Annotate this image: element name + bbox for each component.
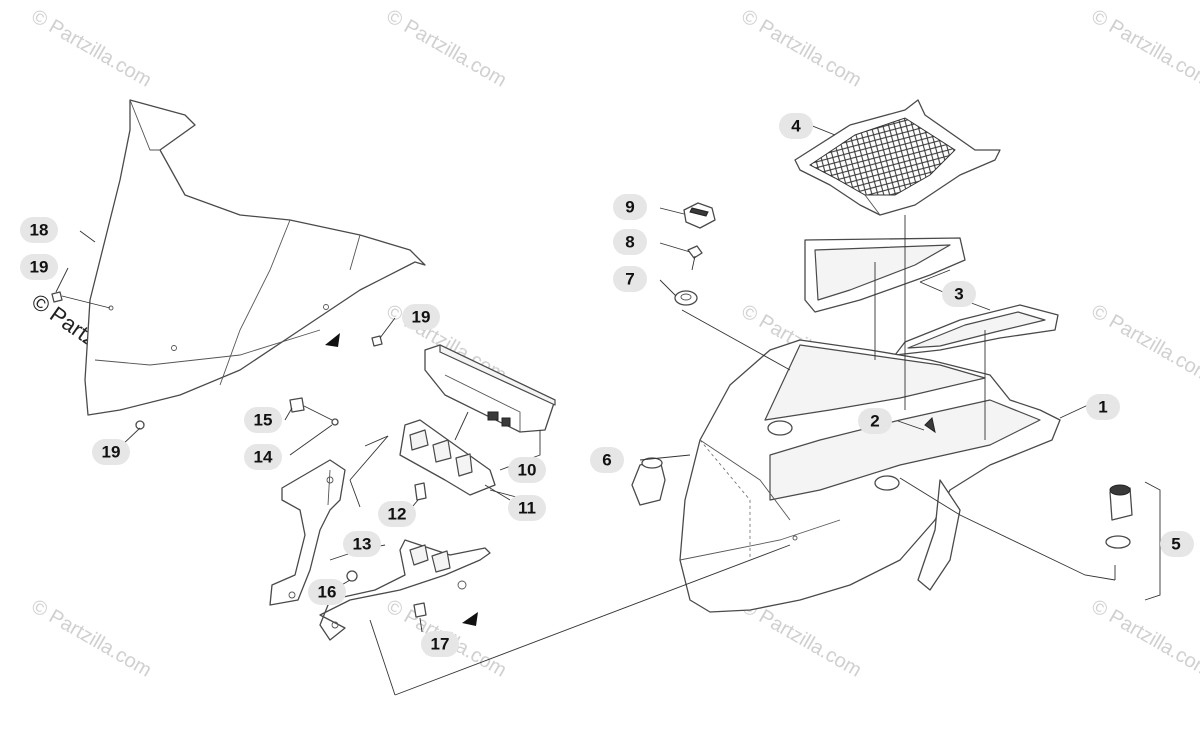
power-socket-part [1105,484,1133,549]
key-part [687,245,703,271]
windshield-part [84,99,426,416]
callout-6[interactable]: 6 [590,447,624,473]
callout-16[interactable]: 16 [308,579,346,605]
callout-label: 14 [254,448,273,467]
arrow-icon [462,612,478,626]
callout-label: 4 [791,117,801,136]
callout-label: 13 [353,535,372,554]
callout-label: 6 [602,451,611,470]
screw-part [51,291,383,430]
callout-8[interactable]: 8 [613,229,647,255]
watermark: © Partzilla.com [1088,5,1200,91]
callout-label: 15 [254,411,273,430]
callout-19-right[interactable]: 19 [402,304,440,330]
instrument-cluster-part [424,344,556,441]
callout-label: 19 [102,443,121,462]
switch-part [631,457,666,506]
ignition-cap-part [683,202,716,229]
callout-7[interactable]: 7 [613,266,647,292]
callout-layer: 1 2 3 4 5 6 7 8 9 10 11 12 13 14 15 16 1… [20,113,1194,657]
callout-18[interactable]: 18 [20,217,58,243]
callout-5[interactable]: 5 [1160,531,1194,557]
callout-label: 2 [870,412,879,431]
callout-label: 10 [518,461,537,480]
callout-label: 19 [30,258,49,277]
watermark: © Partzilla.com [1088,595,1200,681]
callout-label: 7 [625,270,634,289]
screw-part [414,482,427,501]
callout-9[interactable]: 9 [613,194,647,220]
cluster-housing-part [399,419,511,501]
ignition-nut-part [674,290,698,306]
hood-part [679,339,1061,613]
watermark: © Partzilla.com [738,5,866,91]
callout-15[interactable]: 15 [244,407,282,433]
callout-10[interactable]: 10 [508,457,546,483]
callout-3[interactable]: 3 [942,281,976,307]
callout-14[interactable]: 14 [244,444,282,470]
arrow-icon [325,333,340,347]
callout-label: 9 [625,198,634,217]
callout-label: 18 [30,221,49,240]
side-window-part [804,237,1059,356]
callout-label: 16 [318,583,337,602]
callout-19-left[interactable]: 19 [20,254,58,280]
callout-label: 5 [1171,535,1180,554]
callout-1[interactable]: 1 [1086,394,1120,420]
storage-tray-part [794,99,1001,216]
watermark: © Partzilla.com [28,595,156,681]
callout-13[interactable]: 13 [343,531,381,557]
callout-12[interactable]: 12 [378,501,416,527]
callout-label: 17 [431,635,450,654]
callout-label: 12 [388,505,407,524]
callout-2[interactable]: 2 [858,408,892,434]
callout-11[interactable]: 11 [508,495,546,521]
watermark: © Partzilla.com [1088,300,1200,386]
watermark: © Partzilla.com [383,5,511,91]
watermark: © Partzilla.com [28,5,156,91]
leader-lines [55,124,1161,696]
callout-label: 8 [625,233,634,252]
mounting-bracket-part [269,435,491,641]
callout-19-bottom[interactable]: 19 [92,439,130,465]
callout-label: 3 [954,285,963,304]
callout-17[interactable]: 17 [421,631,459,657]
callout-4[interactable]: 4 [779,113,813,139]
callout-label: 11 [518,499,536,518]
callout-label: 1 [1098,398,1107,417]
callout-label: 19 [412,308,431,327]
screw-part [289,397,427,618]
